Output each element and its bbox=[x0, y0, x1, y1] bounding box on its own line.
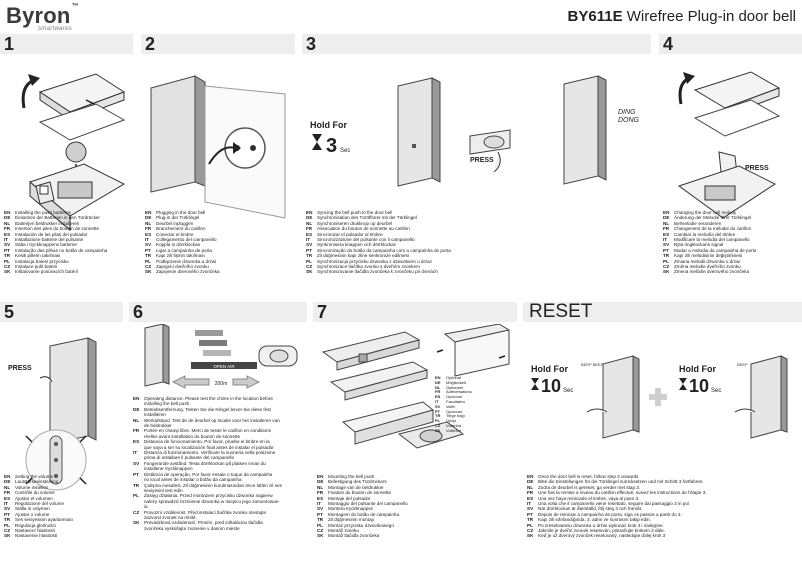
step-number: 5 bbox=[4, 302, 15, 322]
step-number: 3 bbox=[306, 34, 317, 54]
battery-install-illustration bbox=[21, 73, 126, 232]
distance-illustration: OPEN AIR 200m bbox=[144, 324, 298, 389]
press-label: PRESS bbox=[8, 365, 32, 372]
hold-seconds-2: 10 bbox=[689, 376, 709, 396]
dong-label: DONG bbox=[618, 117, 640, 124]
step-number: 7 bbox=[317, 302, 328, 322]
volume-illustration: PRESS bbox=[8, 337, 97, 491]
melody-illustration: PRESS bbox=[677, 71, 781, 219]
brand-subtitle: smartwares bbox=[38, 26, 73, 32]
hold-unit-2: Sec bbox=[711, 388, 721, 394]
model-number: BY611E bbox=[567, 8, 623, 25]
beep-label-2: BEEP bbox=[737, 362, 748, 367]
hourglass-icon bbox=[312, 134, 322, 150]
press-label: PRESS bbox=[470, 157, 494, 164]
plug-in-illustration bbox=[150, 75, 286, 219]
step-number: 4 bbox=[663, 34, 674, 54]
hold-for-label-2: Hold For bbox=[679, 364, 716, 374]
reset-illustration: Hold For 10 Sec BEEP BEEP Hold For 10 Se… bbox=[531, 355, 788, 439]
sync-illustration: Hold For 3 Sec PRESS DING DONG bbox=[310, 75, 640, 187]
header: Byron™ smartwares BY611E Wirefree Plug-i… bbox=[0, 0, 802, 34]
hold-unit: Sec bbox=[563, 388, 573, 394]
hold-seconds: 3 bbox=[326, 135, 337, 157]
reset-panel: RESET Hold For 10 Sec BEEP BEEP Hold For… bbox=[523, 302, 802, 567]
step-number: 6 bbox=[133, 302, 144, 322]
beep-label: BEEP BEEP bbox=[581, 362, 604, 367]
hold-for-label: Hold For bbox=[310, 120, 347, 130]
distance-label: 200m bbox=[215, 381, 228, 387]
ding-label: DING bbox=[618, 109, 636, 116]
hold-unit: Sec bbox=[340, 148, 350, 154]
hold-for-label: Hold For bbox=[531, 364, 568, 374]
hourglass-icon bbox=[679, 378, 687, 390]
product-name: Wirefree Plug-in door bell bbox=[626, 8, 796, 25]
step-number: 1 bbox=[4, 34, 15, 54]
hourglass-icon bbox=[531, 378, 539, 390]
page-title: BY611E Wirefree Plug-in door bell bbox=[568, 8, 796, 25]
reset-title: RESET bbox=[529, 302, 593, 322]
mounting-illustration bbox=[321, 324, 511, 449]
step-number: 2 bbox=[145, 34, 156, 54]
open-air-label: OPEN AIR bbox=[213, 364, 235, 369]
brand-logo: Byron™ bbox=[6, 3, 79, 28]
hold-seconds: 10 bbox=[541, 376, 561, 396]
press-label: PRESS bbox=[745, 165, 769, 172]
